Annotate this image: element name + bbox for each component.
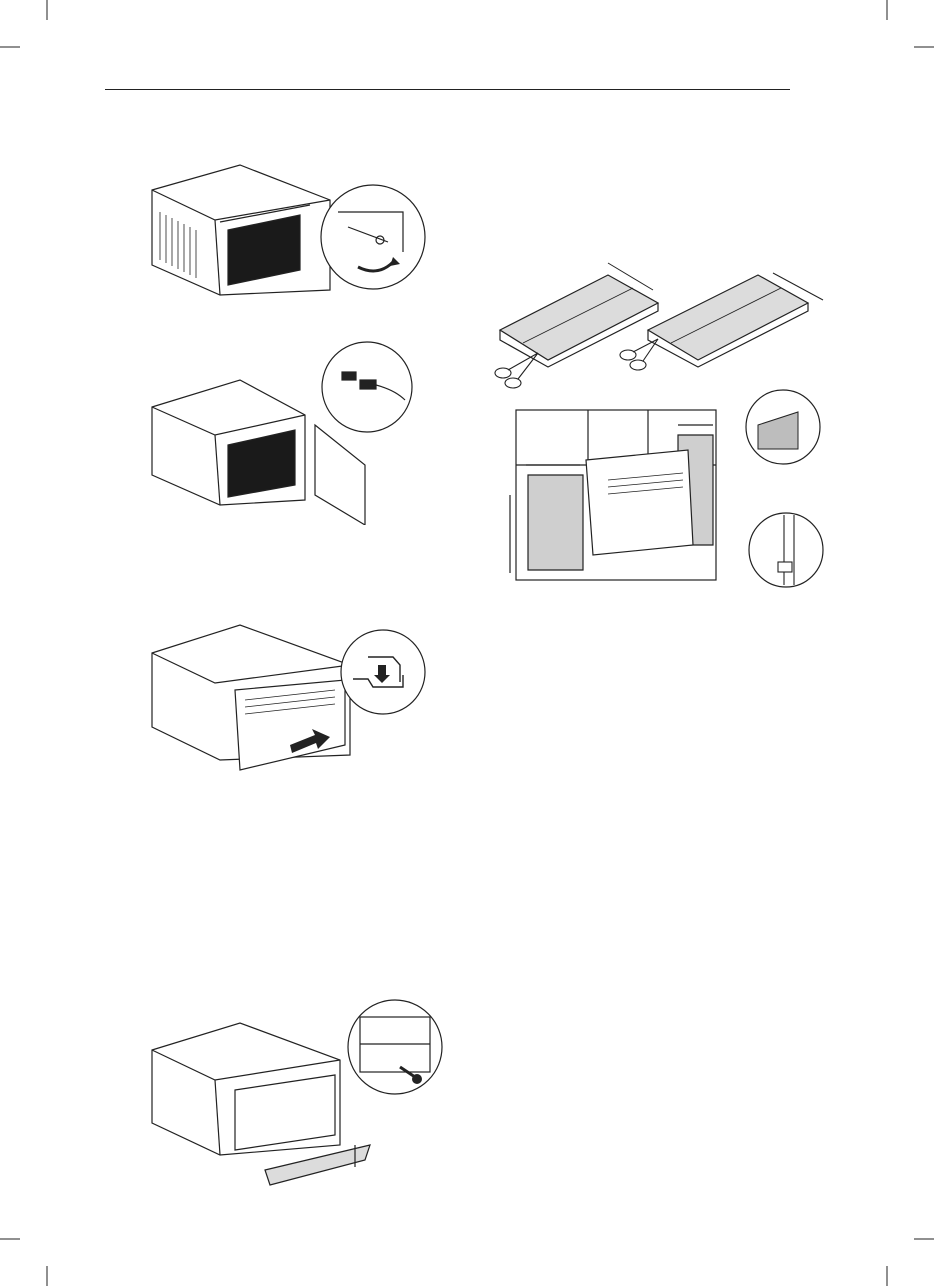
- magnifier-circle-icon: [345, 997, 445, 1097]
- foam-panel-icon: [488, 255, 838, 395]
- figure-insert-foam-in-window: [498, 395, 828, 595]
- bottom-cover-icon: [265, 1145, 370, 1185]
- magnifier-circle-icon: [743, 387, 823, 467]
- header-rule: [105, 89, 790, 90]
- magnifier-circle-icon: [318, 182, 428, 292]
- magnifier-circle-icon: [320, 340, 415, 435]
- figure-attach-front-panel: [140, 615, 380, 775]
- magnifier-circle-icon: [746, 510, 826, 590]
- front-panel-icon: [315, 425, 365, 525]
- figure-disconnect-cable: [140, 345, 380, 525]
- figure-cut-foam-panels: [488, 255, 838, 395]
- scissors-icon: [495, 339, 658, 388]
- figure-remove-front-grille-screw: [140, 160, 405, 300]
- figure-install-bottom-cover: [140, 995, 390, 1190]
- air-conditioner-icon: [586, 450, 693, 555]
- magnifier-circle-icon: [338, 627, 428, 717]
